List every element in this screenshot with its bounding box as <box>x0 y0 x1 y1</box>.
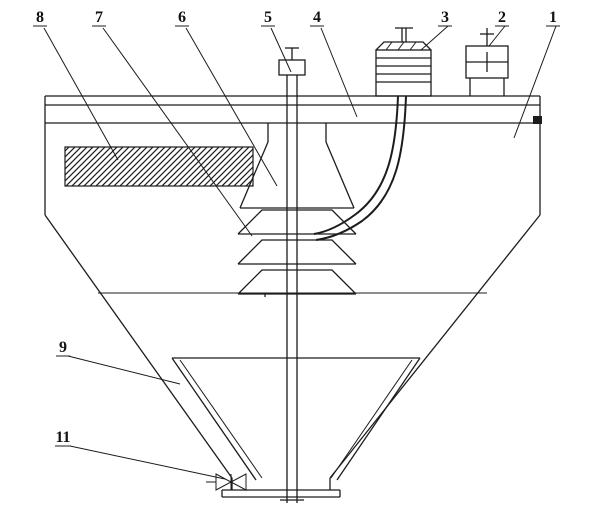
discharge-valve <box>206 473 247 491</box>
leader-line-11 <box>69 445 226 480</box>
drive-unit <box>375 27 432 97</box>
part-label-3: 3 <box>441 9 449 26</box>
central-shaft <box>278 47 306 503</box>
part-label-7: 7 <box>95 9 103 26</box>
part-label-9: 9 <box>59 339 67 356</box>
tank-deck <box>45 95 542 124</box>
leader-line-9 <box>67 355 181 385</box>
part-label-5: 5 <box>264 9 272 26</box>
part-labels: 8 7 6 5 4 3 2 1 9 11 <box>33 9 560 447</box>
leader-line-5 <box>270 27 292 73</box>
leader-line-6 <box>185 27 278 187</box>
inner-cone <box>171 357 421 481</box>
part-label-11: 11 <box>55 429 70 446</box>
leader-line-8 <box>43 27 119 161</box>
feed-pipe <box>313 95 407 241</box>
part-label-8: 8 <box>36 9 44 26</box>
auxiliary-unit <box>465 28 509 96</box>
tank-body-outline <box>44 96 541 498</box>
leader-line-7 <box>102 27 253 237</box>
deck-anchor-block <box>533 116 542 124</box>
hatched-region <box>64 146 254 187</box>
leader-line-4 <box>320 27 358 118</box>
part-label-6: 6 <box>178 9 186 26</box>
leader-line-2 <box>488 25 506 47</box>
part-label-1: 1 <box>549 9 557 26</box>
leader-line-3 <box>420 25 449 51</box>
leader-lines <box>43 25 557 480</box>
leader-line-1 <box>513 25 557 139</box>
part-label-4: 4 <box>313 9 321 26</box>
part-label-2: 2 <box>498 9 506 26</box>
